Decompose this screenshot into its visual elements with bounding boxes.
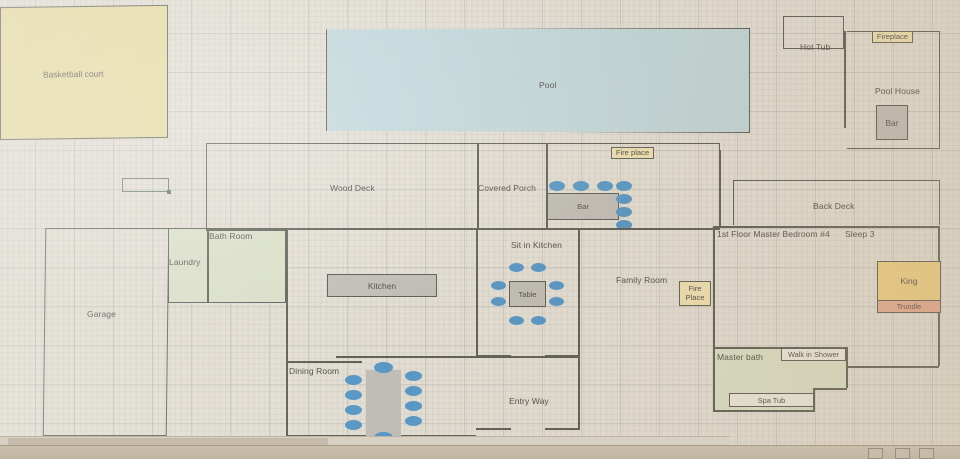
basketball-court-label: Basketball court bbox=[43, 68, 104, 80]
dining-chair[interactable] bbox=[405, 371, 422, 381]
trundle-bed-label: Trundle bbox=[896, 302, 922, 311]
porch-bar-counter[interactable]: Bar bbox=[547, 193, 619, 220]
spa-tub-shape[interactable]: Spa Tub bbox=[729, 393, 814, 407]
kitchen-table-shape[interactable]: Table bbox=[509, 281, 546, 307]
kitchen-right-wall bbox=[476, 228, 478, 356]
entry-right-door-bottom bbox=[545, 428, 580, 430]
porch-fire-place-tag[interactable]: Fire place bbox=[611, 147, 654, 159]
entry-right-wall bbox=[578, 355, 580, 430]
kitchen-table-chair[interactable] bbox=[549, 297, 564, 306]
master-bath-step-wall bbox=[813, 388, 847, 390]
walk-in-shower-label: Walk in Shower bbox=[787, 350, 840, 359]
taskbar-icon-app[interactable] bbox=[919, 448, 934, 459]
master-bath-bottom-wall bbox=[713, 410, 814, 412]
kitchen-table-chair[interactable] bbox=[491, 297, 506, 306]
master-top-wall bbox=[713, 226, 940, 228]
scrollbar-thumb[interactable] bbox=[8, 438, 328, 445]
porch-stool[interactable] bbox=[616, 194, 632, 204]
selection-handle[interactable] bbox=[167, 190, 171, 194]
entry-left-door-bottom bbox=[476, 428, 511, 430]
kitchen-table-chair[interactable] bbox=[509, 263, 524, 272]
dining-chair[interactable] bbox=[345, 375, 362, 385]
hot-tub-label: Hot Tub bbox=[800, 42, 831, 52]
interior-top-wall bbox=[286, 228, 720, 230]
entry-right-door-top bbox=[545, 355, 580, 357]
basketball-court-shape[interactable]: Basketball court bbox=[0, 4, 168, 141]
pool-house-left-wall bbox=[844, 31, 846, 128]
kitchen-counter-shape[interactable]: Kitchen bbox=[327, 274, 437, 297]
king-bed-label: King bbox=[900, 276, 918, 286]
dining-chair[interactable] bbox=[405, 401, 422, 411]
taskbar-icon-window[interactable] bbox=[895, 448, 910, 459]
kitchen-table-chair[interactable] bbox=[509, 316, 524, 325]
entry-left-door-top bbox=[476, 355, 511, 357]
porch-stool[interactable] bbox=[597, 181, 613, 191]
kitchen-table-chair[interactable] bbox=[531, 316, 546, 325]
porch-stool[interactable] bbox=[573, 181, 589, 191]
kitchen-table-chair[interactable] bbox=[531, 263, 546, 272]
master-sleeps-label: Sleep 3 bbox=[845, 229, 875, 239]
kitchen-table-chair[interactable] bbox=[549, 281, 564, 290]
master-bath-label: Master bath bbox=[717, 352, 763, 362]
dining-chair[interactable] bbox=[405, 416, 422, 426]
interior-left-wall bbox=[286, 228, 288, 436]
kitchen-bottom-wall bbox=[336, 356, 578, 358]
garage-label: Garage bbox=[87, 309, 116, 319]
laundry-label: Laundry bbox=[169, 257, 201, 267]
kitchen-table-chair[interactable] bbox=[491, 281, 506, 290]
back-deck-label: Back Deck bbox=[813, 201, 855, 211]
porch-base-wall bbox=[206, 229, 286, 231]
porch-stool[interactable] bbox=[549, 181, 565, 191]
master-bath-right-wall bbox=[846, 347, 848, 388]
dining-room-label: Dining Room bbox=[289, 366, 340, 376]
family-fire-place-tag[interactable]: Fire Place bbox=[679, 281, 711, 306]
back-deck-left-connector bbox=[719, 150, 721, 228]
porch-bar-label: Bar bbox=[577, 202, 589, 211]
wood-deck-label: Wood Deck bbox=[330, 183, 375, 193]
master-bath-left-wall bbox=[713, 347, 715, 412]
garage-shape[interactable] bbox=[42, 228, 170, 436]
porch-stool[interactable] bbox=[616, 207, 632, 217]
pool-house-bar-shape[interactable]: Bar bbox=[876, 105, 908, 140]
bath-room-label: Bath Room bbox=[209, 231, 253, 241]
horizontal-scrollbar[interactable] bbox=[0, 436, 730, 446]
dining-chair[interactable] bbox=[345, 420, 362, 430]
master-bottom-wall bbox=[848, 366, 939, 368]
dining-chair[interactable] bbox=[345, 405, 362, 415]
family-left-wall bbox=[578, 228, 580, 358]
pool-label: Pool bbox=[539, 80, 557, 90]
covered-porch-label: Covered Porch bbox=[478, 183, 536, 193]
porch-stool[interactable] bbox=[616, 181, 632, 191]
dining-top-wall bbox=[288, 361, 362, 363]
pool-house-label: Pool House bbox=[875, 86, 920, 96]
dining-chair[interactable] bbox=[405, 386, 422, 396]
family-fire-place-line2: Place bbox=[685, 292, 705, 302]
spa-tub-label: Spa Tub bbox=[757, 395, 786, 405]
taskbar-icon-grid[interactable] bbox=[868, 448, 883, 459]
kitchen-table-label: Table bbox=[518, 289, 537, 299]
master-left-wall bbox=[713, 226, 715, 356]
pool-house-bar-label: Bar bbox=[885, 117, 899, 128]
kitchen-label: Kitchen bbox=[367, 280, 397, 291]
selected-empty-rectangle[interactable] bbox=[122, 178, 169, 192]
taskbar[interactable] bbox=[0, 445, 960, 459]
entry-way-label: Entry Way bbox=[509, 396, 549, 406]
walk-in-shower-shape[interactable]: Walk in Shower bbox=[781, 348, 846, 361]
dining-chair[interactable] bbox=[374, 362, 393, 373]
master-bedroom-label: 1st Floor Master Bedroom #4 bbox=[717, 229, 830, 239]
trundle-bed-shape[interactable]: Trundle bbox=[877, 300, 941, 313]
dining-chair[interactable] bbox=[345, 390, 362, 400]
pool-house-fireplace-tag[interactable]: Fireplace bbox=[872, 31, 913, 43]
family-room-label: Family Room bbox=[616, 275, 668, 285]
dining-table-shape[interactable] bbox=[366, 370, 401, 436]
pool-shape[interactable] bbox=[326, 28, 750, 133]
sit-in-kitchen-label: Sit in Kitchen bbox=[511, 240, 563, 250]
